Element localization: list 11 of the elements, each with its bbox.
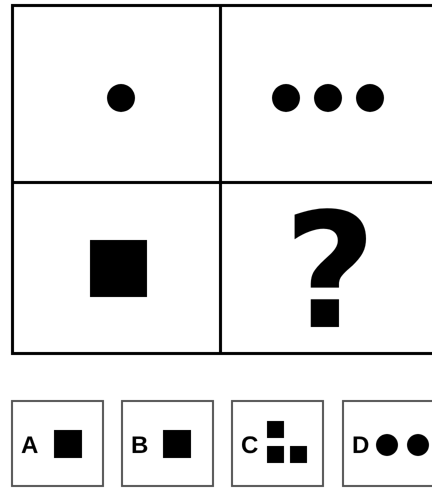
option-letter: A bbox=[21, 434, 38, 458]
option-letter: C bbox=[241, 434, 258, 458]
grid-cell bbox=[11, 4, 222, 184]
option-card bbox=[231, 400, 324, 487]
grid-cell bbox=[11, 181, 222, 355]
option-letter: B bbox=[131, 434, 148, 458]
option-card bbox=[11, 400, 104, 487]
option-card bbox=[342, 400, 432, 487]
option-card bbox=[121, 400, 214, 487]
question-mark: ? bbox=[282, 192, 378, 352]
option-letter: D bbox=[352, 434, 370, 458]
